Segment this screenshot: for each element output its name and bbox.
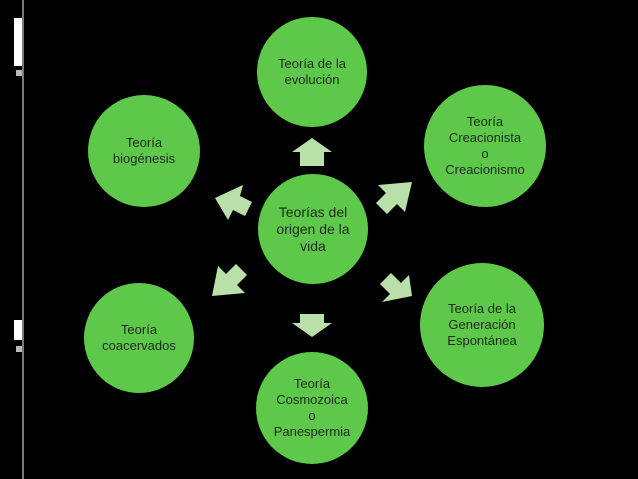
node-biogenesis: Teoría biogénesis: [88, 95, 200, 207]
arrow-down-left-icon: [212, 264, 247, 296]
node-panespermia: Teoría Cosmozoica o Panespermia: [256, 352, 368, 464]
arrow-down-icon: [292, 314, 332, 337]
node-biogenesis-label: Teoría biogénesis: [112, 135, 176, 166]
center-node: Teorías del origen de la vida: [258, 174, 368, 284]
arrow-down-right-icon: [380, 273, 412, 302]
center-node-label: Teorías del origen de la vida: [276, 203, 350, 254]
arrow-up-right-icon: [376, 182, 412, 214]
arrow-up-left-icon: [215, 185, 252, 220]
node-evolucion-label: Teoría de la evolución: [278, 56, 346, 87]
node-panespermia-label: Teoría Cosmozoica o Panespermia: [273, 376, 351, 439]
node-generacion-espontanea: Teoría de la Generación Espontánea: [420, 263, 544, 387]
slide-side-decoration: [14, 18, 22, 352]
slide-divider-line: [22, 0, 24, 479]
node-creacionista-label: Teoría Creacionista o Creacionismo: [445, 114, 525, 177]
node-coacervados-label: Teoría coacervados: [102, 322, 176, 353]
node-evolucion: Teoría de la evolución: [257, 17, 367, 127]
arrow-up-icon: [292, 138, 332, 166]
node-coacervados: Teoría coacervados: [84, 283, 194, 393]
node-creacionista: Teoría Creacionista o Creacionismo: [424, 85, 546, 207]
node-generacion-espontanea-label: Teoría de la Generación Espontánea: [447, 301, 517, 348]
